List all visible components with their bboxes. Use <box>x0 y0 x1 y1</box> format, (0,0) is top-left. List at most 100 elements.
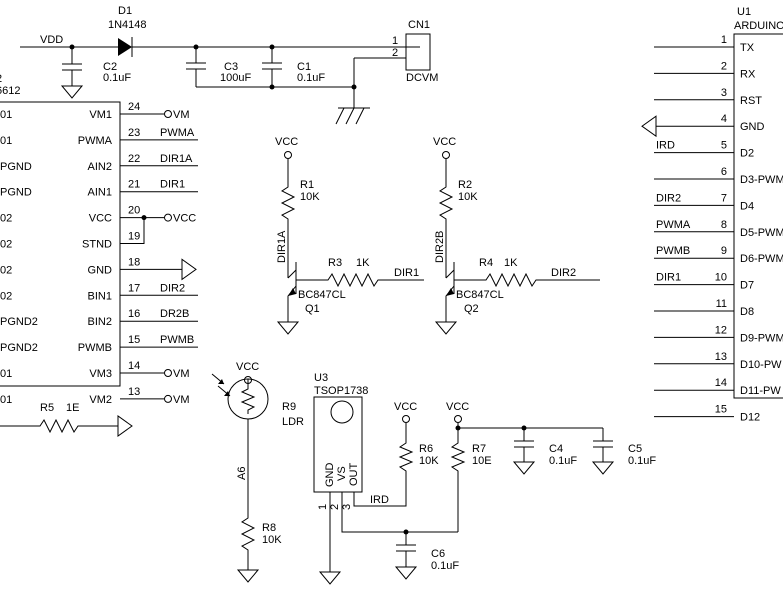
r6-circuit: VCC R6 10K <box>394 401 439 475</box>
c5-value: 0.1uF <box>628 455 656 467</box>
c2-value: 0.1uF <box>103 72 131 84</box>
c3-ref: C3 <box>224 61 238 73</box>
u2-left-pin-label: 02 <box>0 239 12 251</box>
u2-pin-number: 15 <box>128 334 140 346</box>
u2-right-pin-label: VM1 <box>89 109 112 121</box>
ldr-circuit: VCC R9 LDR A6 R8 10K <box>211 361 304 583</box>
power-port-icon <box>164 110 172 118</box>
u1-pin-row: D7 10 DIR1 <box>654 272 754 292</box>
u1-pin-label: RX <box>740 68 756 80</box>
u1-pin-label: D5-PWM <box>740 227 783 239</box>
u1-pin-number: 10 <box>715 272 727 284</box>
u2-pin-number: 18 <box>128 256 140 268</box>
q2-net: DIR2 <box>551 267 576 279</box>
power-port-icon <box>164 394 172 403</box>
u1-pin-number: 9 <box>721 245 727 257</box>
u2-net-label: VM <box>173 368 190 380</box>
q2-part: BC847CL <box>456 289 504 301</box>
u2-part-fragment: 6612 <box>0 85 20 97</box>
u2-left-pin-label: PGND2 <box>0 316 38 328</box>
u1-pin-label: D4 <box>740 200 754 212</box>
u1-pin-label: D12 <box>740 412 760 424</box>
u1-pin-number: 3 <box>721 87 727 99</box>
q2-ref: Q2 <box>464 303 479 315</box>
u2-pin-number: 21 <box>128 179 140 191</box>
transistor-q1-circuit: VCC R1 10K DIR1A R3 1K DIR1 BC847CL Q1 <box>275 136 424 335</box>
u2-left-pin-label: 01 <box>0 394 12 406</box>
u1-ref: U1 <box>737 6 751 18</box>
u2-left-pin-label: 01 <box>0 368 12 380</box>
u2-pin-number: 19 <box>128 231 140 243</box>
vdd-net-label: VDD <box>40 34 63 46</box>
u2-net-label: DIR1 <box>160 179 185 191</box>
r6-vcc: VCC <box>394 401 417 413</box>
r3-ref: R3 <box>328 257 342 269</box>
u1-pin-number: 12 <box>715 324 727 336</box>
u3-pinnum-1: 1 <box>317 504 329 510</box>
u1-net-label: DIR1 <box>656 272 681 284</box>
r1-value: 10K <box>300 191 320 203</box>
u2-right-pin-label: VM2 <box>89 394 112 406</box>
u1-pin-number: 2 <box>721 60 727 72</box>
u2-left-pin-label: PGND2 <box>0 342 38 354</box>
r4-value: 1K <box>504 257 518 269</box>
u2-net-label: PWMB <box>160 334 194 346</box>
u1-pin-row: TX1 <box>654 34 755 54</box>
u3-pin-gnd: GND <box>324 463 336 488</box>
d1-ref: D1 <box>118 5 132 17</box>
light-arrows-icon <box>211 373 231 397</box>
cn1-pin2: 2 <box>392 47 398 59</box>
u1-pin-row: D12 15 <box>654 404 760 424</box>
u2-net-label: VCC <box>173 213 196 225</box>
junction-dot <box>141 215 147 221</box>
power-port-icon <box>164 213 172 222</box>
u3-part: TSOP1738 <box>314 385 368 397</box>
u2-left-pin-label: PGND <box>0 161 32 173</box>
capacitor-c1 <box>262 47 282 87</box>
connector-cn1 <box>335 33 431 125</box>
u2-right-pin-label: STND <box>82 239 112 251</box>
u1-pin-label: D11-PW <box>740 385 781 397</box>
r1-ref: R1 <box>300 179 314 191</box>
u2-right-pin-label: AIN1 <box>88 187 112 199</box>
u1-pin-number: 5 <box>721 140 727 152</box>
q1-part: BC847CL <box>298 289 346 301</box>
u1-net-label: PWMB <box>656 245 690 257</box>
u1-pin-label: D10-PW <box>740 359 782 371</box>
u2-pin-number: 24 <box>128 101 140 113</box>
cn1-pin1: 1 <box>392 35 398 47</box>
diode-d1 <box>108 37 420 57</box>
u1-pin-number: 15 <box>715 404 727 416</box>
cn1-ref: CN1 <box>408 19 430 31</box>
u2-right-pin-label: GND <box>88 264 113 276</box>
u1-pin-label: D3-PWM <box>740 174 783 186</box>
u2-right-pin-label: AIN2 <box>88 161 112 173</box>
r7-filter-circuit: VCC R7 10E C4 0.1uF C5 0.1uF C6 0.1uF <box>394 401 656 580</box>
u1-arduino: U1 ARDUINO TX1RX2RST3GND4D25IRDD3-PWM6D4… <box>641 6 783 424</box>
u2-motor-driver: 2 6612 01VM124VM01PWMA23PWMAPGNDAIN222DI… <box>0 73 198 406</box>
ldr-vcc: VCC <box>236 361 259 373</box>
u2-pin-row: 02 STND 19 <box>0 217 145 251</box>
c3-value: 100uF <box>220 72 251 84</box>
u2-pin-number: 13 <box>128 386 140 398</box>
u1-pin-label: D7 <box>740 280 754 292</box>
r5-ref: R5 <box>40 402 54 414</box>
q1-dir-label: DIR1A <box>276 230 288 263</box>
power-port-icon <box>164 369 172 377</box>
u3-pin-vs: VS <box>336 466 348 481</box>
q1-net: DIR1 <box>394 267 419 279</box>
r8-value: 10K <box>262 534 282 546</box>
u1-pin-number: 8 <box>721 219 727 231</box>
